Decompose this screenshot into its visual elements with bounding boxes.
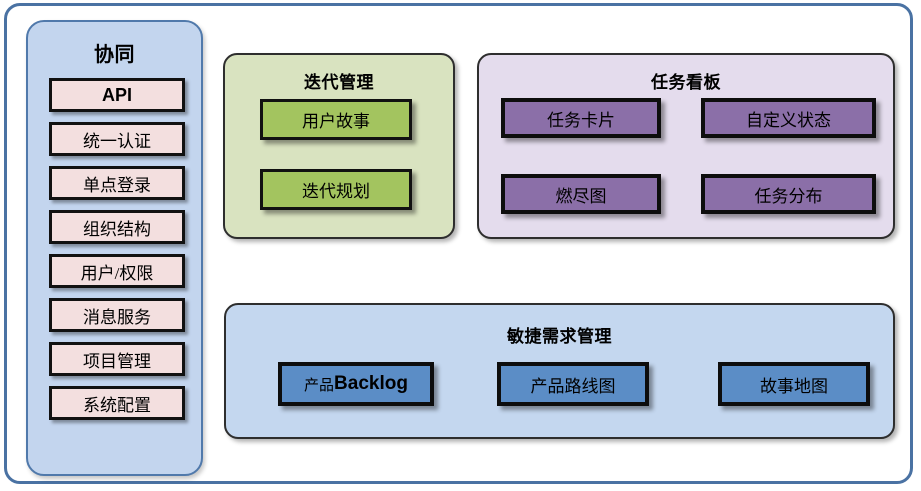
- agile-box-product-backlog-latin: Backlog: [334, 373, 408, 394]
- sidebar-item-system-config[interactable]: 系统配置: [49, 386, 185, 420]
- agile-box-story-map[interactable]: 故事地图: [718, 362, 870, 406]
- sidebar-item-project-management[interactable]: 项目管理: [49, 342, 185, 376]
- sidebar-item-single-sign-on[interactable]: 单点登录: [49, 166, 185, 200]
- agile-box-product-roadmap[interactable]: 产品路线图: [497, 362, 649, 406]
- task-board-panel: 任务看板 任务卡片 自定义状态 燃尽图 任务分布: [477, 53, 895, 239]
- sidebar-item-list: API 统一认证 单点登录 组织结构 用户/权限 消息服务 项目管理 系统配置: [49, 78, 185, 430]
- iteration-box-iteration-planning[interactable]: 迭代规划: [260, 169, 412, 210]
- sidebar-item-message-service[interactable]: 消息服务: [49, 298, 185, 332]
- sidebar-panel-collaboration: 协同 API 统一认证 单点登录 组织结构 用户/权限 消息服务 项目管理 系统…: [26, 20, 203, 476]
- sidebar-item-api[interactable]: API: [49, 78, 185, 112]
- sidebar-item-org-structure[interactable]: 组织结构: [49, 210, 185, 244]
- sidebar-item-unified-auth[interactable]: 统一认证: [49, 122, 185, 156]
- iteration-management-panel: 迭代管理 用户故事 迭代规划: [223, 53, 455, 239]
- iteration-box-user-story[interactable]: 用户故事: [260, 99, 412, 140]
- task-board-box-task-distribution[interactable]: 任务分布: [701, 174, 876, 214]
- iteration-management-title: 迭代管理: [304, 73, 374, 92]
- sidebar-item-user-permission[interactable]: 用户/权限: [49, 254, 185, 288]
- sidebar-title: 协同: [94, 44, 135, 66]
- task-board-box-custom-status[interactable]: 自定义状态: [701, 98, 876, 138]
- task-board-box-task-card[interactable]: 任务卡片: [501, 98, 661, 138]
- task-board-title: 任务看板: [651, 73, 721, 92]
- agile-box-product-backlog-cjk: 产品: [304, 377, 335, 394]
- task-board-box-burndown-chart[interactable]: 燃尽图: [501, 174, 661, 214]
- diagram-outer-frame: 协同 API 统一认证 单点登录 组织结构 用户/权限 消息服务 项目管理 系统…: [4, 3, 913, 484]
- agile-requirements-title: 敏捷需求管理: [507, 327, 612, 346]
